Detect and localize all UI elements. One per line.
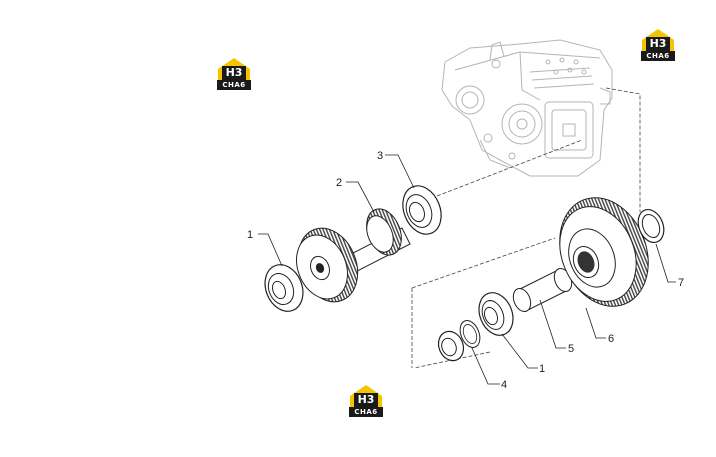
output-gear-assembly bbox=[437, 197, 665, 362]
logo-small-text: CHA6 bbox=[222, 81, 246, 89]
logo-big-text: H3 bbox=[225, 66, 243, 79]
brand-logo: H3 CHA6 bbox=[640, 28, 676, 62]
callout-7: 7 bbox=[678, 277, 684, 289]
brand-logo: H3 CHA6 bbox=[348, 384, 384, 418]
logo-big-text: H3 bbox=[649, 37, 667, 50]
callout-2: 2 bbox=[336, 177, 342, 189]
intermediate-shaft-assembly bbox=[264, 185, 442, 312]
brand-logo: H3 CHA6 bbox=[216, 57, 252, 91]
logo-big-text: H3 bbox=[357, 393, 375, 406]
callout-leaders bbox=[258, 154, 676, 385]
callout-4: 4 bbox=[501, 379, 507, 391]
callout-5: 5 bbox=[568, 343, 574, 355]
logo-small-text: CHA6 bbox=[646, 52, 670, 60]
callout-6: 6 bbox=[608, 333, 614, 345]
logo-small-text: CHA6 bbox=[354, 408, 378, 416]
callout-1: 1 bbox=[247, 229, 253, 241]
callout-1: 1 bbox=[539, 363, 545, 375]
callout-3: 3 bbox=[377, 150, 383, 162]
callout-labels: 1 2 3 1 4 5 6 7 bbox=[247, 150, 684, 391]
gearbox-housing bbox=[441, 39, 613, 177]
